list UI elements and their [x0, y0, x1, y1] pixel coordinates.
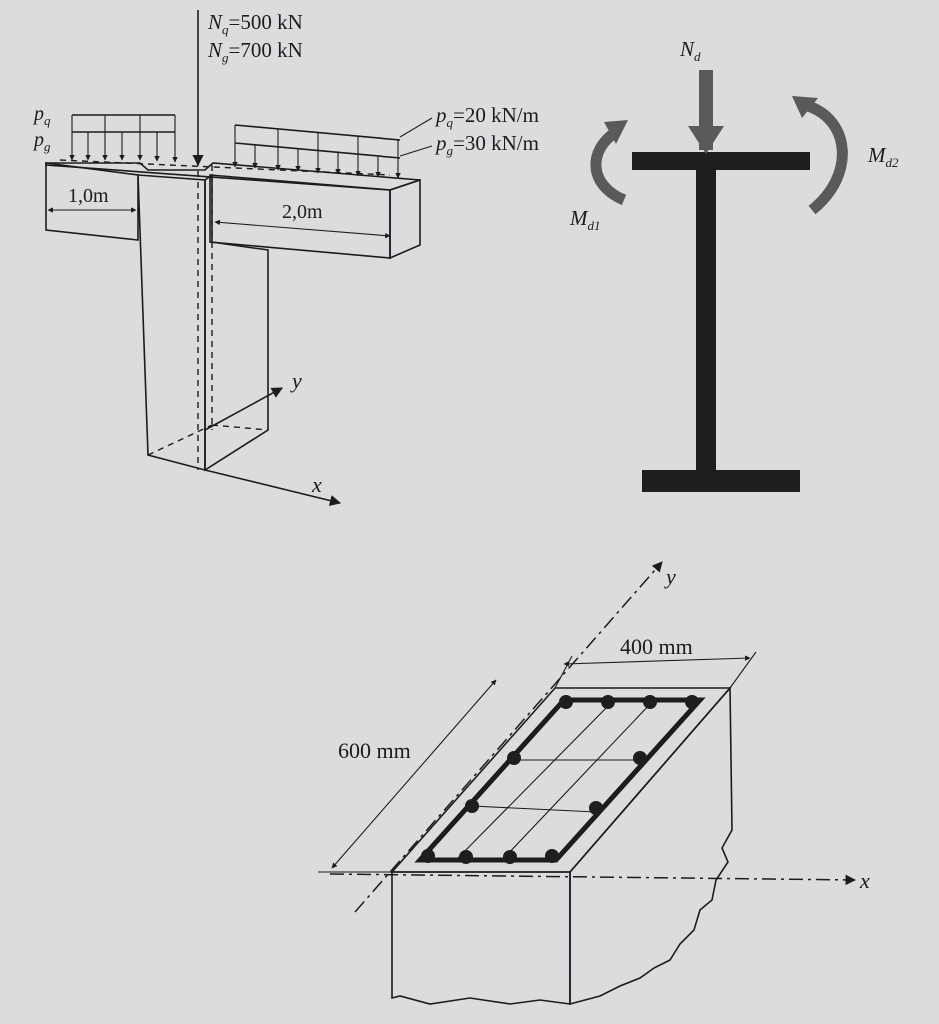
axis-x-line-c: [329, 873, 857, 886]
tie-4: [471, 805, 597, 813]
column-side: [569, 685, 733, 1006]
nq-label: Nq=500 kN: [207, 10, 303, 37]
dim-width: [563, 655, 751, 667]
md1-arrowhead: [604, 120, 628, 144]
md2-label: Md2: [867, 143, 899, 170]
pg-right-label: pg=30 kN/m: [434, 131, 539, 158]
left-distributed-load: [69, 114, 178, 163]
md2-arrowhead: [792, 96, 818, 118]
pq-right-label: pq=20 kN/m: [434, 103, 539, 130]
bottom-flange: [642, 470, 800, 492]
axis-x-label-a: x: [311, 472, 322, 497]
column-front-face: [137, 174, 206, 472]
axis-y-line-c: [354, 561, 663, 913]
pq-left-label: pq: [32, 103, 51, 128]
top-flange: [632, 152, 810, 170]
column-body: [391, 871, 571, 1005]
dim-right-span: [214, 219, 391, 239]
dim-depth: [331, 679, 497, 869]
right-span-label: 2,0m: [282, 201, 323, 223]
beam-top-face: [45, 162, 421, 191]
ng-label: Ng=700 kN: [207, 38, 303, 65]
pg-left-label: pg: [32, 129, 51, 154]
axis-y-line: [204, 387, 283, 431]
column-hidden-base-1: [147, 424, 213, 456]
axis-y-label-a: y: [290, 368, 302, 393]
nd-label: Nd: [679, 37, 701, 64]
column-hidden-base-2: [211, 424, 269, 431]
dim-width-ext-2: [729, 651, 757, 689]
md1-arrow: [590, 127, 627, 206]
right-distributed-load: [232, 117, 433, 179]
axis-x-label-c: x: [859, 868, 870, 893]
dim-width-ext-1: [554, 655, 573, 689]
section-outer-outline: [390, 687, 732, 873]
stirrup: [414, 697, 706, 863]
width-label: 400 mm: [620, 634, 693, 659]
web: [696, 170, 716, 470]
nd-arrowhead: [688, 126, 724, 154]
tie-1: [457, 701, 613, 859]
left-span-label: 1,0m: [68, 185, 109, 207]
beam-column-figure: Nq=500 kN Ng=700 kN pq pg pq=20 kN/m pg=…: [32, 10, 539, 507]
axis-y-label-c: y: [664, 564, 676, 589]
md1-label: Md1: [569, 206, 601, 233]
beam-end-face: [389, 178, 421, 260]
depth-label: 600 mm: [338, 738, 411, 763]
i-section-figure: Nd Md1 Md2: [569, 37, 899, 492]
beam-top-center-dash: [59, 159, 391, 176]
rebars: [421, 695, 699, 864]
tie-2: [503, 701, 653, 859]
beam-left-front-face: [45, 162, 139, 241]
rc-section-figure: 400 mm 600 mm y x: [318, 561, 870, 1006]
axis-x-line: [204, 469, 342, 507]
md2-arrow: [805, 100, 848, 215]
